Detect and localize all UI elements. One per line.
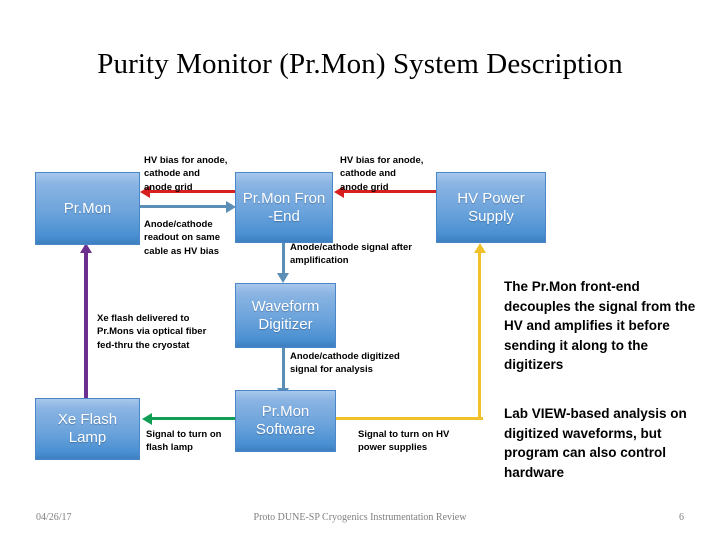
- box-prmon[interactable]: Pr.Mon: [35, 172, 140, 245]
- note-digitized-signal: Anode/cathode digitized signal for analy…: [290, 351, 400, 376]
- box-prmon-software-line1: Pr.Mon: [261, 403, 310, 421]
- box-hv-power-supply-line1: HV Power: [457, 189, 525, 207]
- digitized-signal-arrow-line: [282, 348, 285, 390]
- note-anode-readout: Anode/cathode readout on same cable as H…: [144, 219, 221, 257]
- box-prmon-label: Pr.Mon: [63, 199, 112, 217]
- box-prmon-front-end-line2: -End: [268, 207, 300, 225]
- footer-date: 04/26/17: [36, 512, 72, 523]
- footer-page-number: 6: [679, 512, 684, 523]
- note-xe-flash: Xe flash delivered to Pr.Mons via optica…: [97, 313, 207, 351]
- commentary-front-end: The Pr.Mon front-end decouples the signa…: [504, 279, 696, 373]
- note-hv-bias-right: HV bias for anode, cathode and anode gri…: [340, 155, 424, 193]
- amplified-signal-arrow-head: [277, 273, 289, 283]
- note-amplified-signal: Anode/cathode signal after amplification: [290, 242, 412, 267]
- box-prmon-software-line2: Software: [255, 421, 316, 438]
- xe-flash-arrow-line: [84, 252, 88, 398]
- hv-power-signal-arrow-vseg: [478, 252, 481, 420]
- note-hv-bias-left: HV bias for anode, cathode and anode gri…: [144, 155, 228, 193]
- flash-lamp-signal-arrow-line: [152, 417, 236, 420]
- hv-bias-left-arrow-line: [148, 190, 236, 193]
- box-xe-flash-lamp-line1: Xe Flash: [57, 411, 118, 429]
- note-flash-lamp-signal: Signal to turn on flash lamp: [146, 429, 222, 454]
- footer-title: Proto DUNE-SP Cryogenics Instrumentation…: [253, 512, 467, 523]
- box-waveform-digitizer-line1: Waveform: [251, 297, 320, 315]
- commentary-software: Lab VIEW-based analysis on digitized wav…: [504, 406, 687, 480]
- note-hv-power-signal: Signal to turn on HV power supplies: [358, 429, 450, 454]
- amplified-signal-arrow-line: [282, 243, 285, 275]
- hv-bias-left-arrow-head: [140, 186, 150, 198]
- box-waveform-digitizer[interactable]: Waveform Digitizer: [235, 283, 336, 348]
- page-title: Purity Monitor (Pr.Mon) System Descripti…: [97, 48, 623, 80]
- box-prmon-front-end[interactable]: Pr.Mon Fron -End: [235, 172, 333, 243]
- box-hv-power-supply[interactable]: HV Power Supply: [436, 172, 546, 243]
- box-xe-flash-lamp-line2: Lamp: [68, 429, 107, 446]
- anode-readout-arrow-head: [226, 201, 236, 213]
- hv-power-signal-arrow-hseg: [336, 417, 483, 420]
- box-hv-power-supply-line2: Supply: [468, 207, 514, 225]
- flash-lamp-signal-arrow-head: [142, 413, 152, 425]
- anode-readout-arrow-line: [140, 205, 228, 208]
- box-prmon-software[interactable]: Pr.Mon Software: [235, 390, 336, 452]
- xe-flash-arrow-head: [80, 243, 92, 253]
- box-prmon-front-end-line1: Pr.Mon Fron: [242, 189, 326, 207]
- hv-bias-right-arrow-head: [334, 186, 344, 198]
- box-xe-flash-lamp[interactable]: Xe Flash Lamp: [35, 398, 140, 460]
- hv-bias-right-arrow-line: [342, 190, 436, 193]
- box-waveform-digitizer-line2: Digitizer: [258, 315, 313, 333]
- hv-power-signal-arrow-head: [474, 243, 486, 253]
